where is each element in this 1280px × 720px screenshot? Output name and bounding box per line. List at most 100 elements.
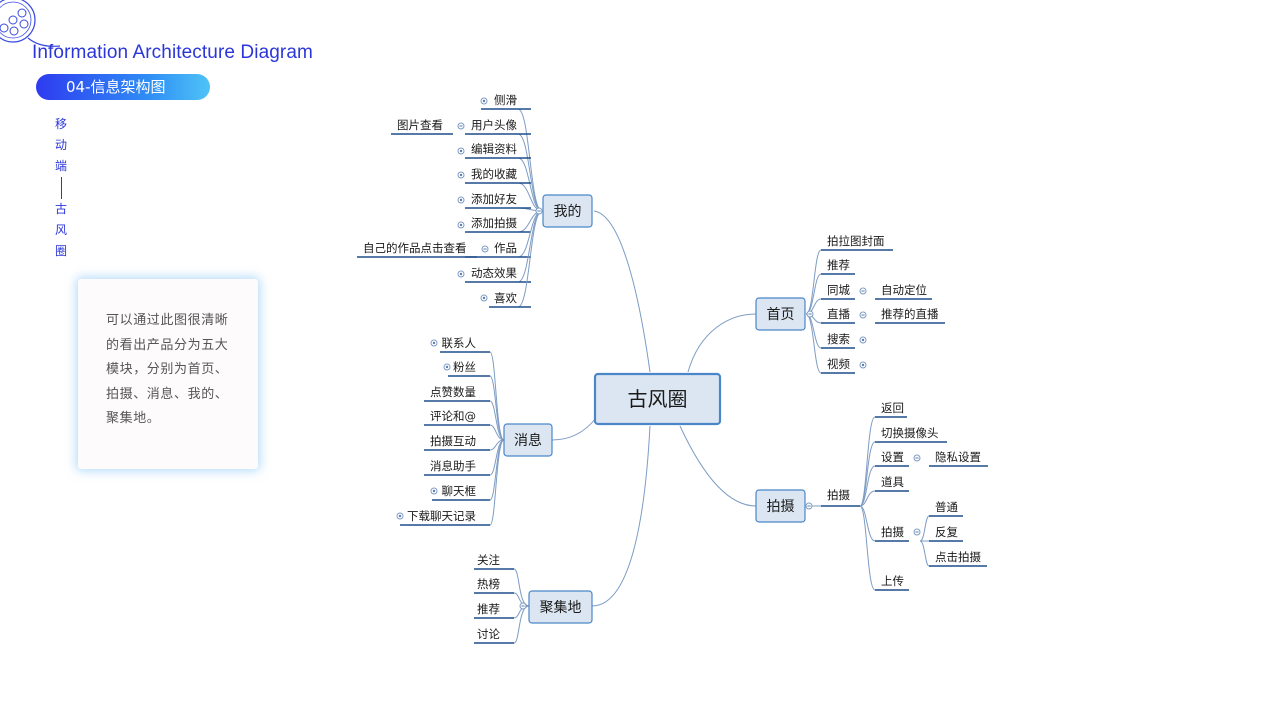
branch-curve <box>919 515 930 542</box>
node-label: 喜欢 <box>494 291 517 305</box>
description-card: 可以通过此图很清晰的看出产品分为五大模块，分别为首页、拍摄、消息、我的、聚集地。 <box>78 279 258 469</box>
node-label: 视频 <box>827 357 850 371</box>
branch-curve <box>517 108 543 212</box>
node-label: 搜索 <box>827 332 850 346</box>
node-label: 下载聊天记录 <box>407 509 476 523</box>
node-jujidi-label: 聚集地 <box>540 599 582 616</box>
side-char: 圈 <box>54 244 67 258</box>
collapse-dot <box>459 272 463 276</box>
node-label: 关注 <box>477 553 500 567</box>
branch-curve <box>859 505 876 591</box>
node-label: 设置 <box>881 450 904 464</box>
node-label: 推荐 <box>477 602 500 616</box>
side-label: 移 动 端 古 风 圈 <box>54 114 68 262</box>
node-shouye-label: 首页 <box>767 307 795 323</box>
curve-wode <box>593 210 651 373</box>
node-label: 添加拍摄 <box>471 216 517 230</box>
collapse-dot <box>482 99 486 103</box>
node-label: 反复 <box>935 525 958 539</box>
node-label: 同城 <box>827 283 850 297</box>
node-label: 点赞数量 <box>430 385 476 399</box>
branch-curve <box>513 592 530 607</box>
node-label: 消息助手 <box>430 459 476 473</box>
page-title: Information Architecture Diagram <box>32 42 313 63</box>
node-label: 我的收藏 <box>471 167 517 181</box>
collapse-dot <box>432 341 436 345</box>
node-xiaoxi <box>503 423 553 457</box>
root-node <box>593 372 722 426</box>
node-label: 推荐的直播 <box>881 307 939 321</box>
node-xiaoxi-label: 消息 <box>514 432 542 449</box>
branch-curve <box>513 568 530 607</box>
node-label: 编辑资料 <box>471 142 517 156</box>
collapse-dot <box>459 149 463 153</box>
film-reel-icon <box>0 0 61 47</box>
node-label: 评论和@ <box>430 409 476 423</box>
node-label: 切换摄像头 <box>881 426 939 440</box>
curve-jujidi <box>591 425 651 607</box>
branch-curve <box>859 490 876 507</box>
curve-shouye <box>687 313 757 373</box>
node-label: 作品 <box>494 241 517 255</box>
branch-curve <box>513 605 530 644</box>
node-label: 热榜 <box>477 577 500 591</box>
node-label: 普通 <box>935 500 958 514</box>
branch-curve <box>517 210 543 308</box>
collapse-dot <box>459 173 463 177</box>
node-wode <box>542 194 593 228</box>
node-label: 拍摄 <box>881 525 904 539</box>
branch-curve <box>489 439 505 526</box>
branch-curve <box>859 465 876 507</box>
node-label: 返回 <box>881 401 904 415</box>
node-shouye <box>755 297 806 331</box>
branch-curve <box>489 400 505 441</box>
node-paishe-label: 拍摄 <box>767 499 795 515</box>
side-char: 古 <box>54 202 67 216</box>
curve-paishe <box>679 425 757 507</box>
node-label: 聊天框 <box>442 484 477 498</box>
branch-curve <box>489 424 505 441</box>
collapse-dot <box>432 489 436 493</box>
collapse-dot <box>482 296 486 300</box>
collapse-dot <box>861 338 865 342</box>
branch-curve <box>517 210 543 258</box>
collapse-dot <box>861 363 865 367</box>
description-text: 可以通过此图很清晰的看出产品分为五大模块，分别为首页、拍摄、消息、我的、聚集地。 <box>106 313 229 426</box>
node-label: 讨论 <box>477 627 500 641</box>
node-label: 侧滑 <box>494 93 517 107</box>
section-pill: 04-信息架构图 <box>36 74 210 100</box>
node-label: 添加好友 <box>471 192 517 206</box>
node-label: 拍摄互动 <box>430 434 476 448</box>
node-label: 拍摄 <box>827 488 850 502</box>
branch-curve <box>859 416 876 507</box>
node-wode-label: 我的 <box>554 204 582 220</box>
node-label: 隐私设置 <box>935 450 981 464</box>
branch-curve <box>517 133 543 212</box>
node-label: 动态效果 <box>471 266 517 280</box>
collapse-dot <box>445 365 449 369</box>
side-divider <box>60 177 62 199</box>
node-label: 用户头像 <box>471 118 517 132</box>
collapse-dot <box>459 198 463 202</box>
node-label: 上传 <box>881 574 904 588</box>
node-label: 图片查看 <box>397 118 443 132</box>
side-char: 风 <box>54 223 67 237</box>
node-jujidi <box>528 590 593 624</box>
node-label: 道具 <box>881 475 904 489</box>
collapse-dot <box>398 514 402 518</box>
curve-xiaoxi <box>551 417 597 441</box>
collapse-dot <box>459 223 463 227</box>
node-label: 自动定位 <box>881 283 927 297</box>
node-label: 粉丝 <box>453 360 476 374</box>
node-label: 推荐 <box>827 258 850 272</box>
branch-curve <box>919 540 930 567</box>
node-label: 直播 <box>827 307 850 321</box>
node-label: 拍拉图封面 <box>827 234 885 248</box>
side-char: 移 <box>54 117 67 131</box>
node-label: 自己的作品点击查看 <box>363 241 467 255</box>
root-node-label: 古风圈 <box>628 387 688 411</box>
side-char: 端 <box>54 159 67 173</box>
side-char: 动 <box>54 138 67 152</box>
branch-curve <box>805 249 822 315</box>
